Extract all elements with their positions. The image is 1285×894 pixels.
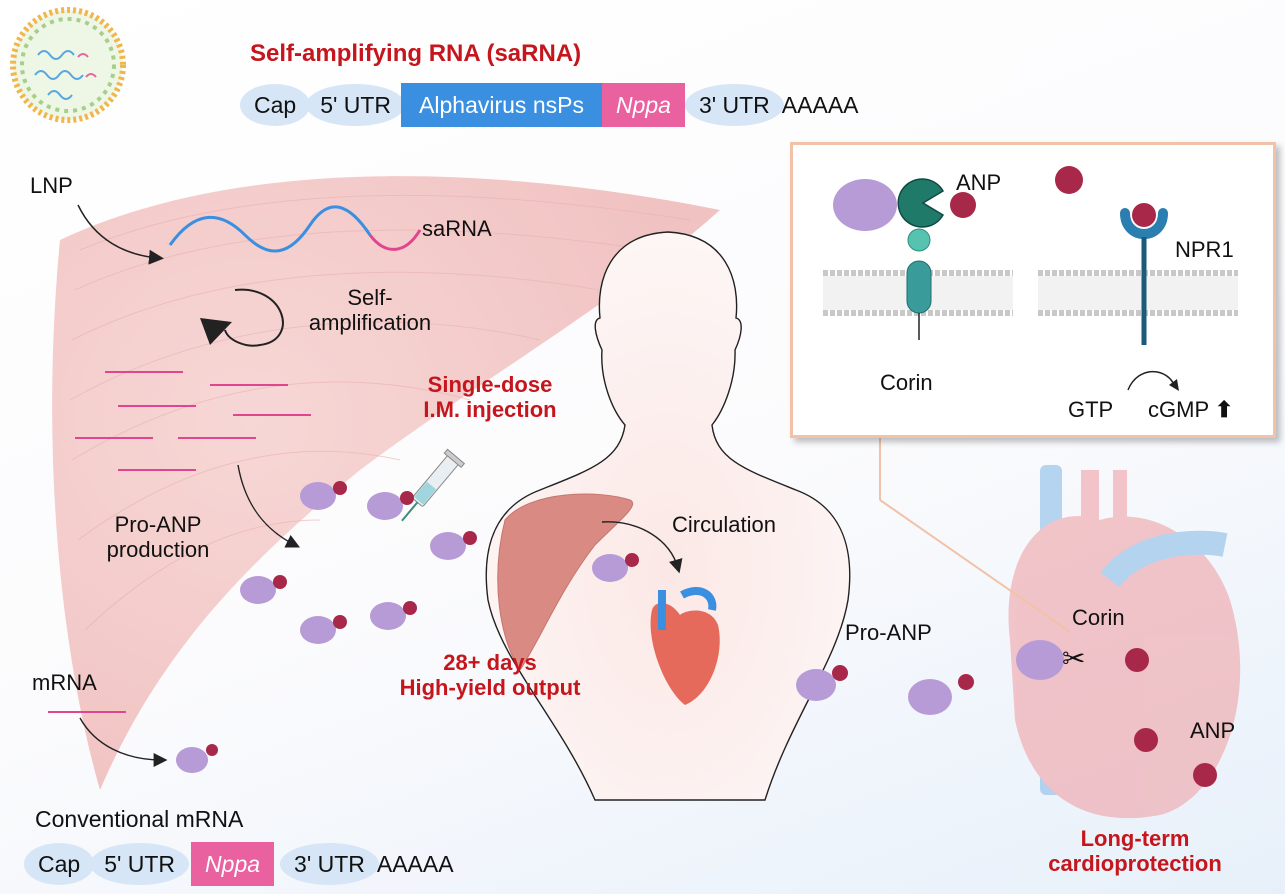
large-heart-icon (1008, 465, 1241, 819)
pro-anp-production-line2: production (106, 537, 210, 563)
inset-connector-diagonal (879, 499, 1071, 633)
pro-anp-molecule (908, 674, 974, 715)
pro-anp-molecule (300, 481, 347, 510)
corin-transmembrane-icon (906, 260, 932, 314)
injection-line1: Single-dose (427, 372, 553, 397)
sarna-construct: Cap 5' UTR Alphavirus nsPs Nppa 3' UTR A… (240, 83, 859, 127)
sarna-strand-icon (168, 205, 422, 253)
inset-cgmp-text: cGMP (1148, 397, 1209, 422)
duration-line2: High-yield output (399, 675, 581, 701)
mrna-arrow (79, 717, 168, 767)
pro-anp-molecules (176, 481, 1064, 773)
sarna-cap: Cap (240, 84, 311, 126)
anp-molecule (1134, 728, 1158, 752)
pro-anp-molecule (796, 665, 848, 701)
mechanism-inset: ANP Corin NPR1 GTP cGMP ⬆ (790, 142, 1276, 438)
outcome-line1: Long-term (1080, 826, 1190, 851)
mrna-gene: Nppa (191, 842, 275, 886)
corin-protease-icon (897, 178, 945, 228)
anp-free-icon (1055, 166, 1083, 194)
npr1-receptor-icon (1120, 208, 1168, 239)
outcome-line2: cardioprotection (1048, 851, 1222, 877)
inset-npr1-label: NPR1 (1175, 237, 1234, 262)
injection-label: Single-dose I.M. injection (395, 372, 585, 423)
mrna-label: mRNA (32, 670, 97, 695)
sarna-gene: Nppa (601, 83, 685, 127)
small-heart-icon (650, 587, 720, 705)
scissors-icon: ✂ (1062, 643, 1085, 674)
sarna-label: saRNA (422, 216, 492, 241)
duration-label: 28+ days High-yield output (360, 650, 620, 701)
anp-molecule (1125, 648, 1149, 672)
injection-line2: I.M. injection (423, 397, 557, 423)
anp-molecule (1193, 763, 1217, 787)
heart-anp-label: ANP (1190, 718, 1236, 743)
production-arrow (237, 464, 301, 548)
outcome-label: Long-term cardioprotection (1010, 826, 1260, 877)
mrna-construct: Cap 5' UTR Nppa 3' UTR AAAAA (24, 842, 454, 886)
pro-anp-molecule (1016, 640, 1064, 680)
deltoid-muscle (497, 493, 633, 671)
syringe-icon (401, 448, 466, 522)
lnp-particle-icon (10, 7, 126, 123)
gtp-cgmp-arrow (1127, 371, 1176, 391)
self-amplification-loop-arrow (224, 288, 284, 347)
inset-cgmp-label: cGMP ⬆ (1148, 397, 1233, 422)
pro-anp-molecule (367, 491, 414, 520)
pro-anp-inset (833, 179, 897, 231)
anp-cleaved-icon (950, 192, 976, 218)
sarna-nsps: Alphavirus nsPs (401, 83, 602, 127)
self-amplification-label: Self- amplification (290, 285, 450, 336)
anp-molecules (1125, 648, 1217, 787)
human-body-silhouette (485, 231, 851, 801)
pro-anp-molecule (240, 575, 287, 604)
pro-anp-production-label: Pro-ANP production (88, 512, 228, 563)
lnp-label: LNP (30, 173, 73, 198)
sarna-5utr: 5' UTR (306, 84, 406, 126)
self-amplification-line2: amplification (308, 310, 432, 336)
sarna-polya: AAAAA (781, 91, 859, 118)
mrna-5utr: 5' UTR (90, 843, 190, 885)
corin-domain-icon (907, 228, 931, 252)
pro-anp-molecule (430, 531, 477, 560)
anp-bound-icon (1132, 203, 1156, 227)
inset-gtp-label: GTP (1068, 397, 1114, 422)
circulation-label: Circulation (672, 512, 776, 537)
inset-illustration (823, 166, 1238, 391)
lnp-arrow (77, 204, 164, 265)
inset-corin-label: Corin (880, 370, 933, 395)
mrna-3utr: 3' UTR (280, 843, 379, 885)
arrow-up-icon: ⬆ (1214, 397, 1234, 422)
pro-anp-production-line1: Pro-ANP (114, 512, 202, 537)
pro-anp-molecule (300, 615, 347, 644)
circulation-arrow (601, 521, 683, 574)
pro-anp-molecule (176, 744, 218, 773)
self-amplification-line1: Self- (347, 285, 393, 310)
duration-line1: 28+ days (443, 650, 537, 675)
self-amplification-arrowhead (200, 318, 232, 345)
sarna-title: Self-amplifying RNA (saRNA) (250, 40, 582, 67)
mrna-polya: AAAAA (376, 850, 454, 877)
inset-anp-label: ANP (956, 170, 1002, 195)
heart-corin-label: Corin (1072, 605, 1125, 630)
mrna-title: Conventional mRNA (35, 806, 244, 832)
mrna-cap: Cap (24, 843, 95, 885)
mrna-copies (48, 371, 311, 713)
cell-membrane-right (1038, 270, 1238, 316)
pro-anp-label: Pro-ANP (845, 620, 932, 645)
sarna-3utr: 3' UTR (684, 84, 784, 126)
pro-anp-molecule (592, 553, 639, 582)
pro-anp-molecule (370, 601, 417, 630)
